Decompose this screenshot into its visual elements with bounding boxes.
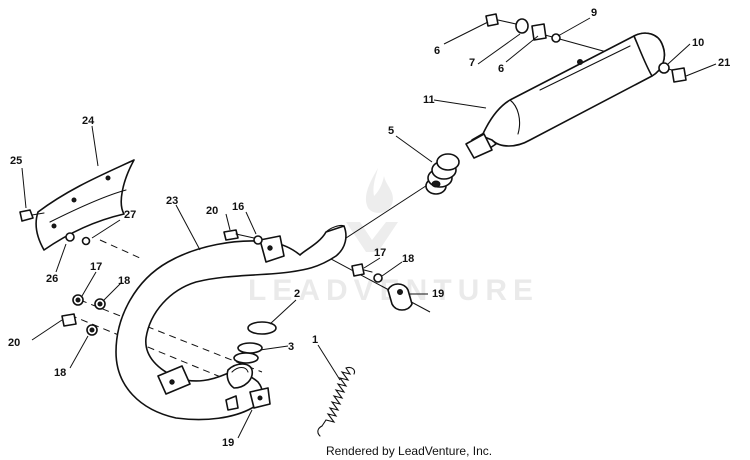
callout-21: 21 xyxy=(718,57,730,69)
muffler xyxy=(465,32,666,159)
callout-19-bottom: 19 xyxy=(222,437,234,449)
callout-16: 16 xyxy=(232,201,244,213)
callout-9: 9 xyxy=(591,7,597,19)
callout-labels: 1 2 3 5 6 6 7 9 10 11 16 17 17 18 18 18 … xyxy=(8,7,730,449)
callout-26: 26 xyxy=(46,273,58,285)
callout-2: 2 xyxy=(294,288,300,300)
callout-6-right: 6 xyxy=(498,63,504,75)
coupling-spring xyxy=(425,153,460,195)
muffler-fasteners xyxy=(485,13,687,83)
shield-fasteners xyxy=(19,209,91,246)
callout-24: 24 xyxy=(82,115,95,127)
callout-18-right: 18 xyxy=(402,253,414,265)
callout-20-lower: 20 xyxy=(8,337,20,349)
callout-3: 3 xyxy=(288,341,294,353)
callout-18-upper-left: 18 xyxy=(118,275,130,287)
right-bracket-fasteners xyxy=(351,263,413,311)
callout-11: 11 xyxy=(423,94,435,106)
callout-1: 1 xyxy=(312,334,318,346)
left-fasteners xyxy=(61,294,106,336)
callout-7: 7 xyxy=(469,57,475,69)
callout-27: 27 xyxy=(124,209,136,221)
callout-6-left: 6 xyxy=(434,45,440,57)
gasket-and-rings xyxy=(233,321,277,364)
heat-shield xyxy=(35,159,135,251)
callout-23: 23 xyxy=(166,195,178,207)
render-credit: Rendered by LeadVenture, Inc. xyxy=(326,444,492,458)
leader-lines xyxy=(21,17,717,439)
spring xyxy=(317,366,356,437)
callout-19-right: 19 xyxy=(432,288,444,300)
flange-fasteners xyxy=(223,229,263,245)
callout-20-upper: 20 xyxy=(206,205,218,217)
callout-10: 10 xyxy=(692,37,704,49)
callout-17-right: 17 xyxy=(374,247,386,259)
callout-25: 25 xyxy=(10,155,22,167)
callout-5: 5 xyxy=(388,125,394,137)
callout-18-lower-left: 18 xyxy=(54,367,66,379)
exhaust-pipe xyxy=(115,224,347,421)
callout-17-left: 17 xyxy=(90,261,102,273)
